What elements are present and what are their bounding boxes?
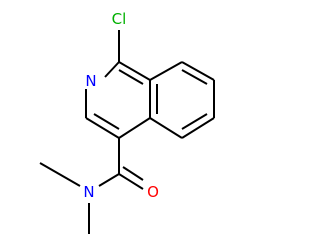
bond-c8a-c1 bbox=[118, 61, 151, 81]
structure-drawing: Cl N N O bbox=[39, 10, 215, 234]
carbonyl-oxygen-atom-label: O bbox=[147, 183, 159, 201]
bond-c3-c4 bbox=[85, 117, 120, 139]
chlorine-atom-label: Cl bbox=[112, 10, 127, 28]
amide-nitrogen-atom-label: N bbox=[83, 183, 94, 201]
molecule-structure-canvas: Cl N N O bbox=[39, 10, 215, 234]
bond-c8-c7 bbox=[181, 61, 215, 81]
bond-c6-c5 bbox=[181, 117, 215, 139]
bond-c5-c4a bbox=[149, 117, 183, 139]
bond-c8a-c8 bbox=[149, 61, 183, 81]
ring-nitrogen-atom-label: N bbox=[85, 72, 96, 90]
bond-n-methyl-left bbox=[39, 162, 81, 187]
bond-c8a-c1-double bbox=[118, 69, 144, 85]
bond-lines bbox=[39, 30, 215, 234]
bond-carbonyl-n bbox=[98, 173, 120, 187]
bond-c8-c7-double bbox=[181, 69, 208, 85]
bond-c6-c5-double bbox=[181, 113, 208, 130]
bond-c1-n2 bbox=[104, 61, 120, 78]
bond-c3-c4-double bbox=[93, 113, 120, 130]
atom-labels: Cl N N O bbox=[83, 10, 159, 201]
bond-c4-c4a bbox=[118, 117, 151, 139]
bond-carbonyl-o-double bbox=[122, 166, 144, 181]
bond-carbonyl-o bbox=[118, 173, 144, 190]
